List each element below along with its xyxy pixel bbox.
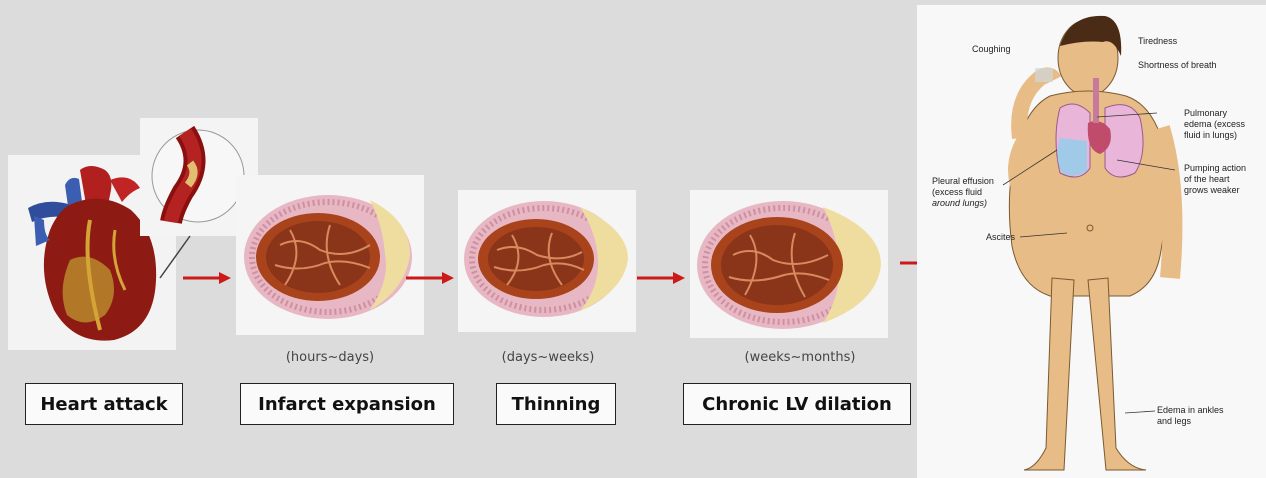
label-infarct-expansion: Infarct expansion: [240, 383, 454, 425]
symptom-coughing: Coughing: [972, 44, 1011, 55]
symptom-pulmonary-edema: Pulmonary edema (excess fluid in lungs): [1184, 108, 1245, 141]
ventricle-section-1: [240, 185, 420, 325]
duration-chronic-dilation: (weeks~months): [730, 350, 870, 365]
label-thinning: Thinning: [496, 383, 616, 425]
label-chronic-lv-dilation: Chronic LV dilation: [683, 383, 911, 425]
duration-infarct-expansion: (hours~days): [270, 350, 390, 365]
symptom-pumping-weaker: Pumping action of the heart grows weaker: [1184, 163, 1246, 196]
ventricle-section-2: [462, 195, 634, 323]
symptom-ascites: Ascites: [986, 232, 1015, 243]
symptom-tiredness: Tiredness: [1138, 36, 1177, 47]
symptom-shortness-of-breath: Shortness of breath: [1138, 60, 1217, 71]
arrow-right-icon: [406, 270, 456, 286]
ventricle-section-3: [695, 195, 885, 333]
label-heart-attack: Heart attack: [25, 383, 183, 425]
symptom-edema-legs: Edema in ankles and legs: [1157, 405, 1224, 427]
arrow-right-icon: [183, 270, 233, 286]
duration-thinning: (days~weeks): [488, 350, 608, 365]
symptom-pleural-effusion: Pleural effusion (excess fluid around lu…: [932, 176, 994, 209]
arrow-right-icon: [637, 270, 687, 286]
